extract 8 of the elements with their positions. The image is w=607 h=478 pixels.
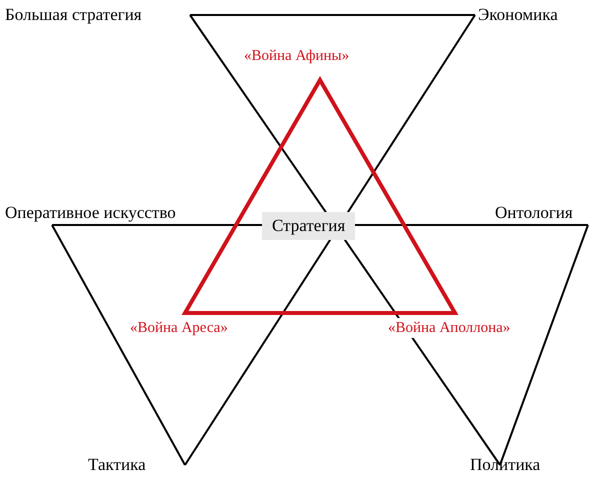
vertex-label: Политика bbox=[470, 455, 540, 475]
vertex-label: Большая стратегия bbox=[5, 5, 142, 25]
vertex-label: «Война Аполлона» bbox=[388, 318, 510, 338]
vertex-label: Онтология bbox=[495, 203, 573, 223]
vertex-label: Оперативное искусство bbox=[5, 203, 176, 223]
center-label-box: Стратегия bbox=[262, 212, 356, 240]
vertex-label: Экономика bbox=[478, 5, 558, 25]
vertex-label: Тактика bbox=[88, 455, 146, 475]
